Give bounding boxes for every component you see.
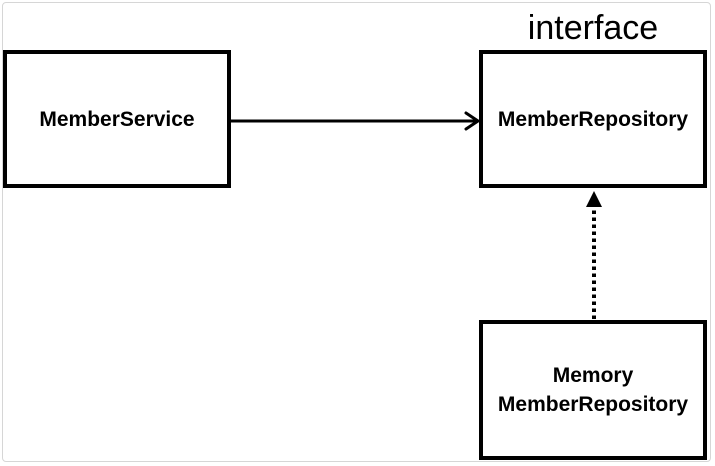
member-service-label: MemberService — [39, 107, 195, 131]
dependency-arrow — [231, 111, 480, 131]
member-repository-label: MemberRepository — [497, 107, 689, 131]
member-repository-box: MemberRepository — [479, 50, 707, 188]
implementation-arrow-head — [586, 191, 602, 207]
memory-member-repository-label-line2: MemberRepository — [497, 393, 689, 416]
interface-stereotype-label: interface — [527, 9, 659, 47]
implementation-arrow — [586, 191, 602, 319]
member-service-box: MemberService — [3, 50, 231, 188]
diagram-frame — [2, 2, 711, 462]
dependency-arrow-head — [464, 111, 480, 131]
memory-member-repository-label-line1: Memory — [552, 364, 634, 387]
memory-member-repository-box: Memory MemberRepository — [479, 320, 707, 460]
